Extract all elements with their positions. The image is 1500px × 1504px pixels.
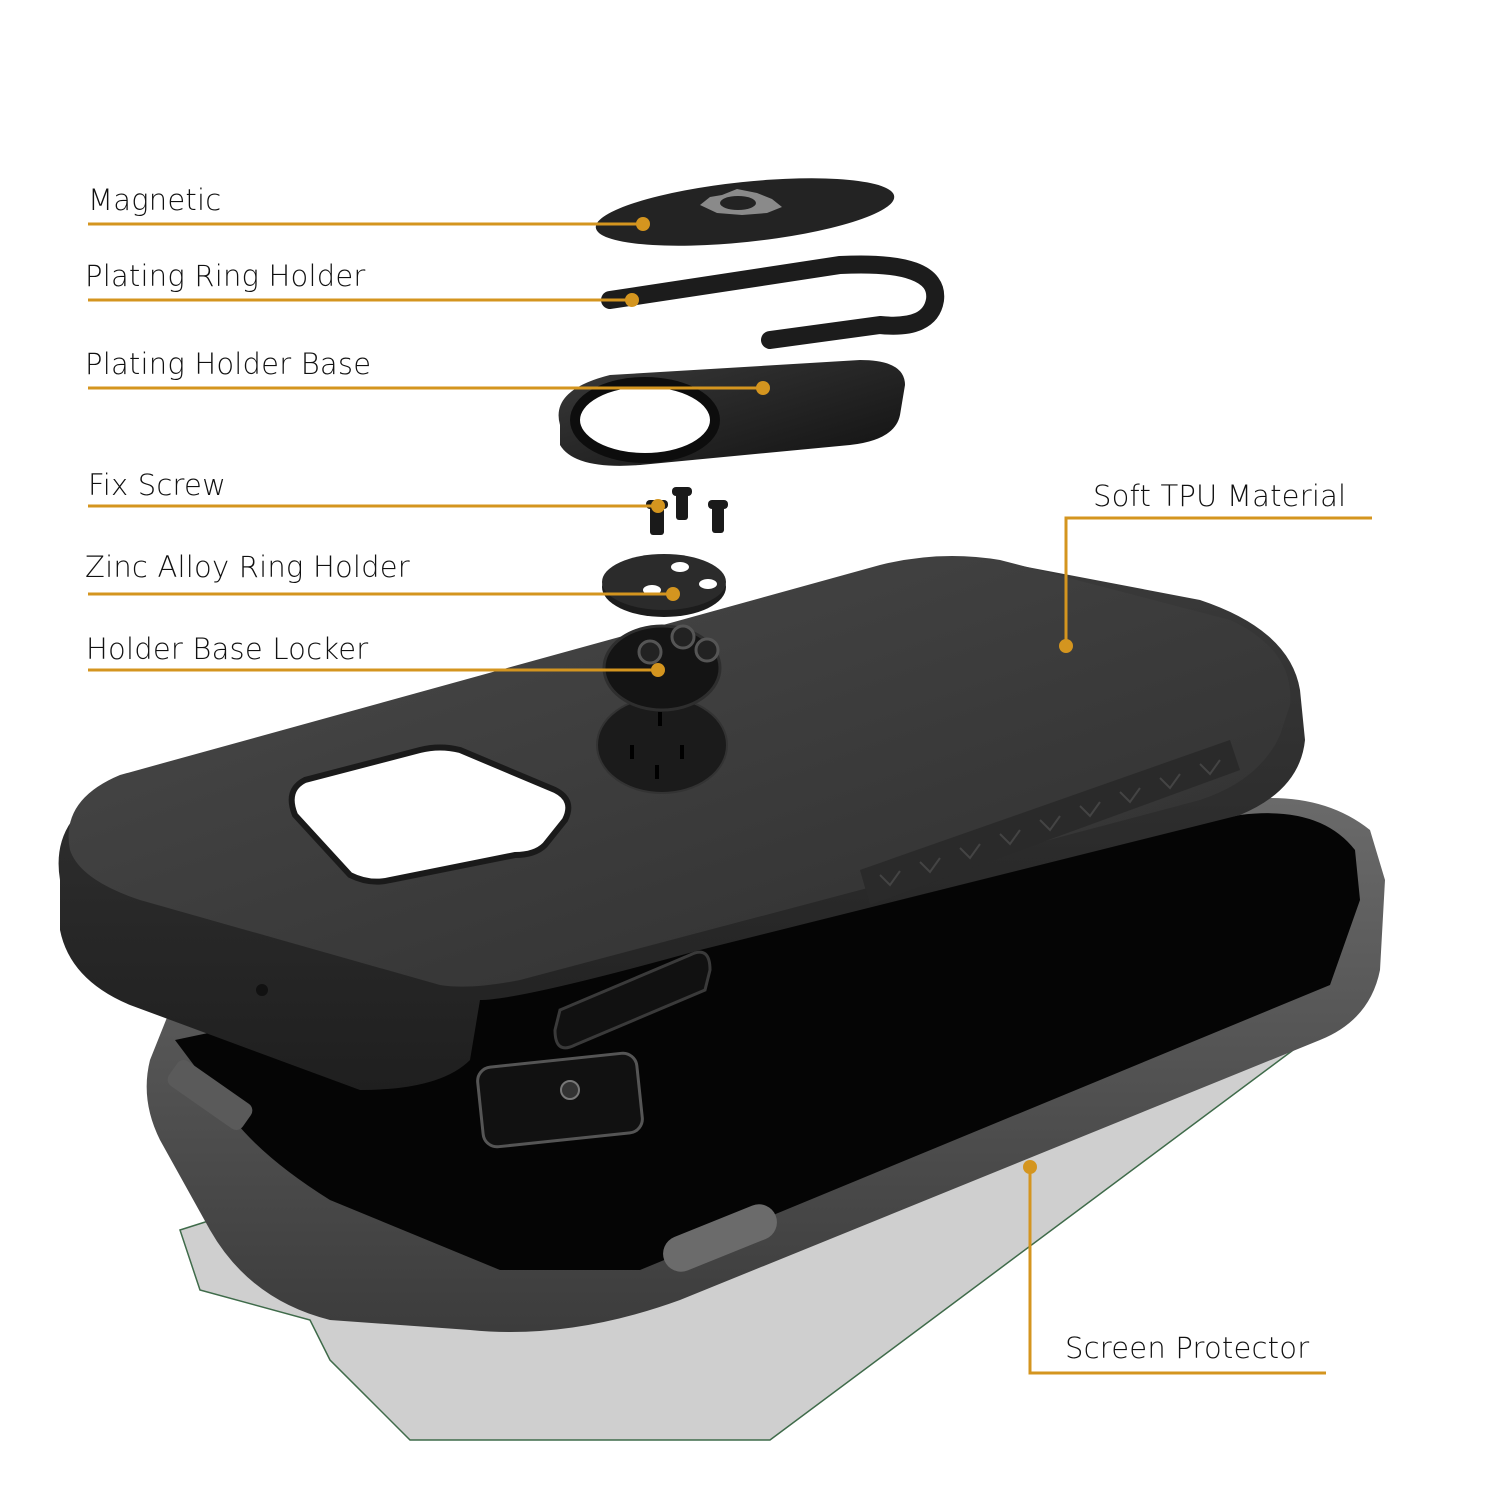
magnetic-plate-part <box>595 178 895 246</box>
callout-label-fix-screw: Fix Screw <box>88 468 227 502</box>
callout-label-screen-protector: Screen Protector <box>1065 1331 1310 1365</box>
plating-ring-holder-part <box>601 255 945 349</box>
fix-screw-parts <box>646 487 728 535</box>
callout-label-plating-holder-base: Plating Holder Base <box>85 347 372 381</box>
leader-lines <box>88 222 1372 1375</box>
leader-dots <box>625 217 1073 1174</box>
soft-tpu-case <box>58 556 1306 1090</box>
callout-label-magnetic: Magnetic <box>88 183 222 217</box>
callout-label-soft-tpu-material: Soft TPU Material <box>1093 479 1347 513</box>
callout-label-plating-ring-holder: Plating Ring Holder <box>85 259 366 293</box>
callout-label-zinc-alloy-ring-holder: Zinc Alloy Ring Holder <box>85 550 410 584</box>
zinc-alloy-ring-holder-part <box>602 554 726 617</box>
plating-holder-base-part <box>558 360 905 466</box>
callout-label-holder-base-locker: Holder Base Locker <box>86 632 369 666</box>
phone-body <box>146 798 1386 1332</box>
